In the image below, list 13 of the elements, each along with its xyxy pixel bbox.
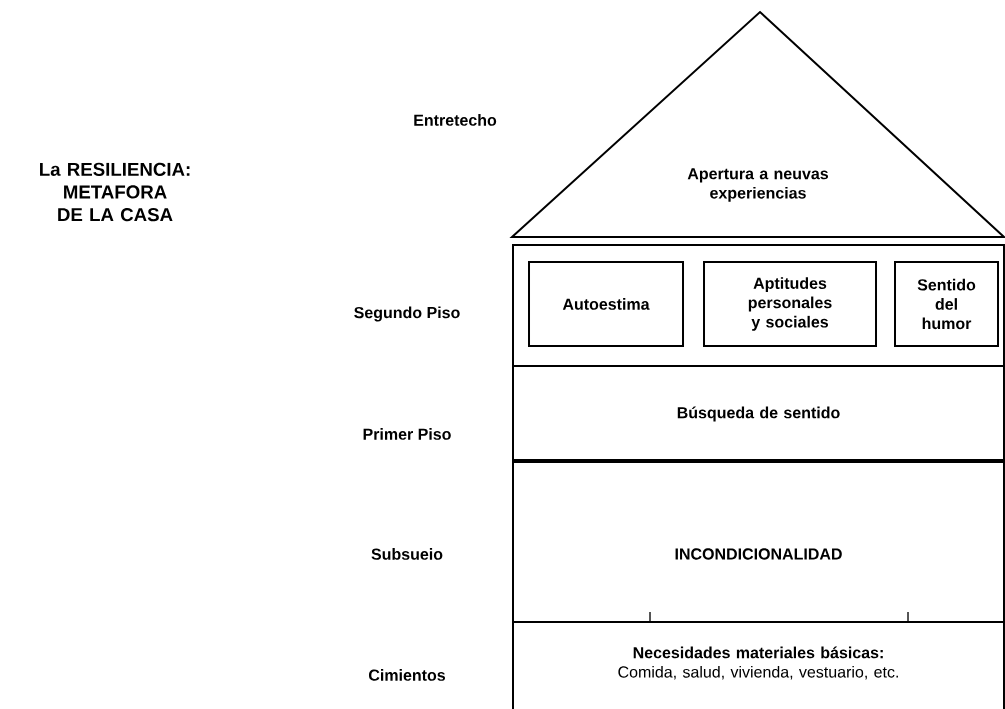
title: La RESILIENCIA: METAFORA DE LA CASA	[40, 162, 190, 222]
floor-label: Segundo Piso	[354, 306, 460, 322]
floor-band: INCONDICIONALIDAD	[512, 461, 1005, 623]
foundation-band: Necesidades materiales básicas: Comida, salud, vivienda, vestuario, etc.	[512, 621, 1005, 709]
floor-band	[512, 244, 1005, 367]
floor-label: Primer Piso	[363, 428, 451, 440]
floor-label: Entretecho	[414, 114, 497, 126]
quality-box: Aptitudes personales y sociales	[703, 261, 877, 347]
floor-band: Búsqueda de sentido	[512, 365, 1005, 463]
floor-label: Subsueio	[371, 548, 443, 560]
quality-box: Sentido del humor	[894, 261, 999, 347]
quality-box: Autoestima	[528, 261, 684, 347]
floor-label: Cimientos	[369, 669, 445, 681]
